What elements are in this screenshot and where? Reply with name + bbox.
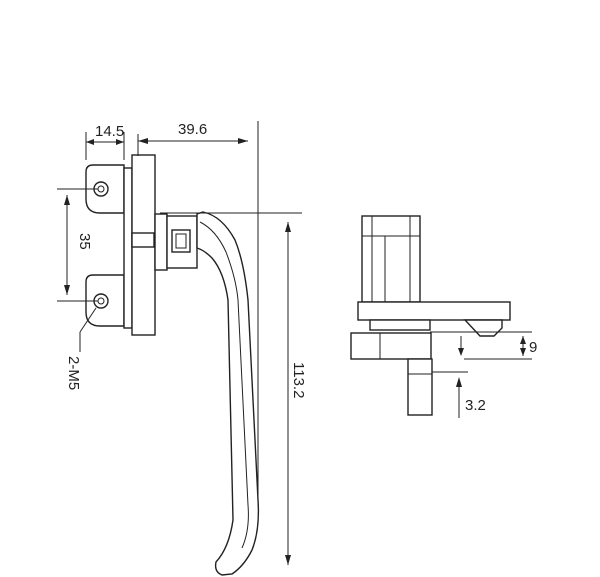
- base-plate-inner: [123, 167, 133, 329]
- dim-35: 35: [76, 233, 93, 250]
- side-housing: [361, 215, 421, 303]
- dim-2-m5: 2-M5: [65, 356, 82, 390]
- hub-plate: [154, 213, 168, 271]
- hub-block: [166, 215, 198, 269]
- dim-14-5: 14.5: [95, 123, 124, 140]
- hub-square-inner: [175, 233, 187, 249]
- dim-9: 9: [529, 339, 537, 356]
- side-bracket: [369, 319, 431, 331]
- front-dimensions: 14.5 39.6 35 2-M5 113.2: [57, 121, 307, 565]
- dim-113-2: 113.2: [290, 362, 307, 398]
- upper-mounting-lug: [85, 164, 125, 214]
- side-plate: [357, 301, 511, 321]
- side-base: [350, 332, 432, 360]
- lower-mounting-lug: [85, 274, 125, 327]
- handle-lever: [196, 211, 260, 576]
- dim-3-2: 3.2: [465, 397, 486, 414]
- front-view: [85, 121, 302, 576]
- side-dimensions: 9 3.2: [456, 336, 537, 418]
- spindle-stub: [131, 232, 155, 248]
- side-latch-tip: [463, 319, 503, 337]
- side-stem: [407, 358, 433, 416]
- side-view: [350, 215, 532, 416]
- hub-square: [171, 229, 191, 253]
- dim-39-6: 39.6: [178, 121, 207, 138]
- handle-lever-edge: [199, 221, 249, 549]
